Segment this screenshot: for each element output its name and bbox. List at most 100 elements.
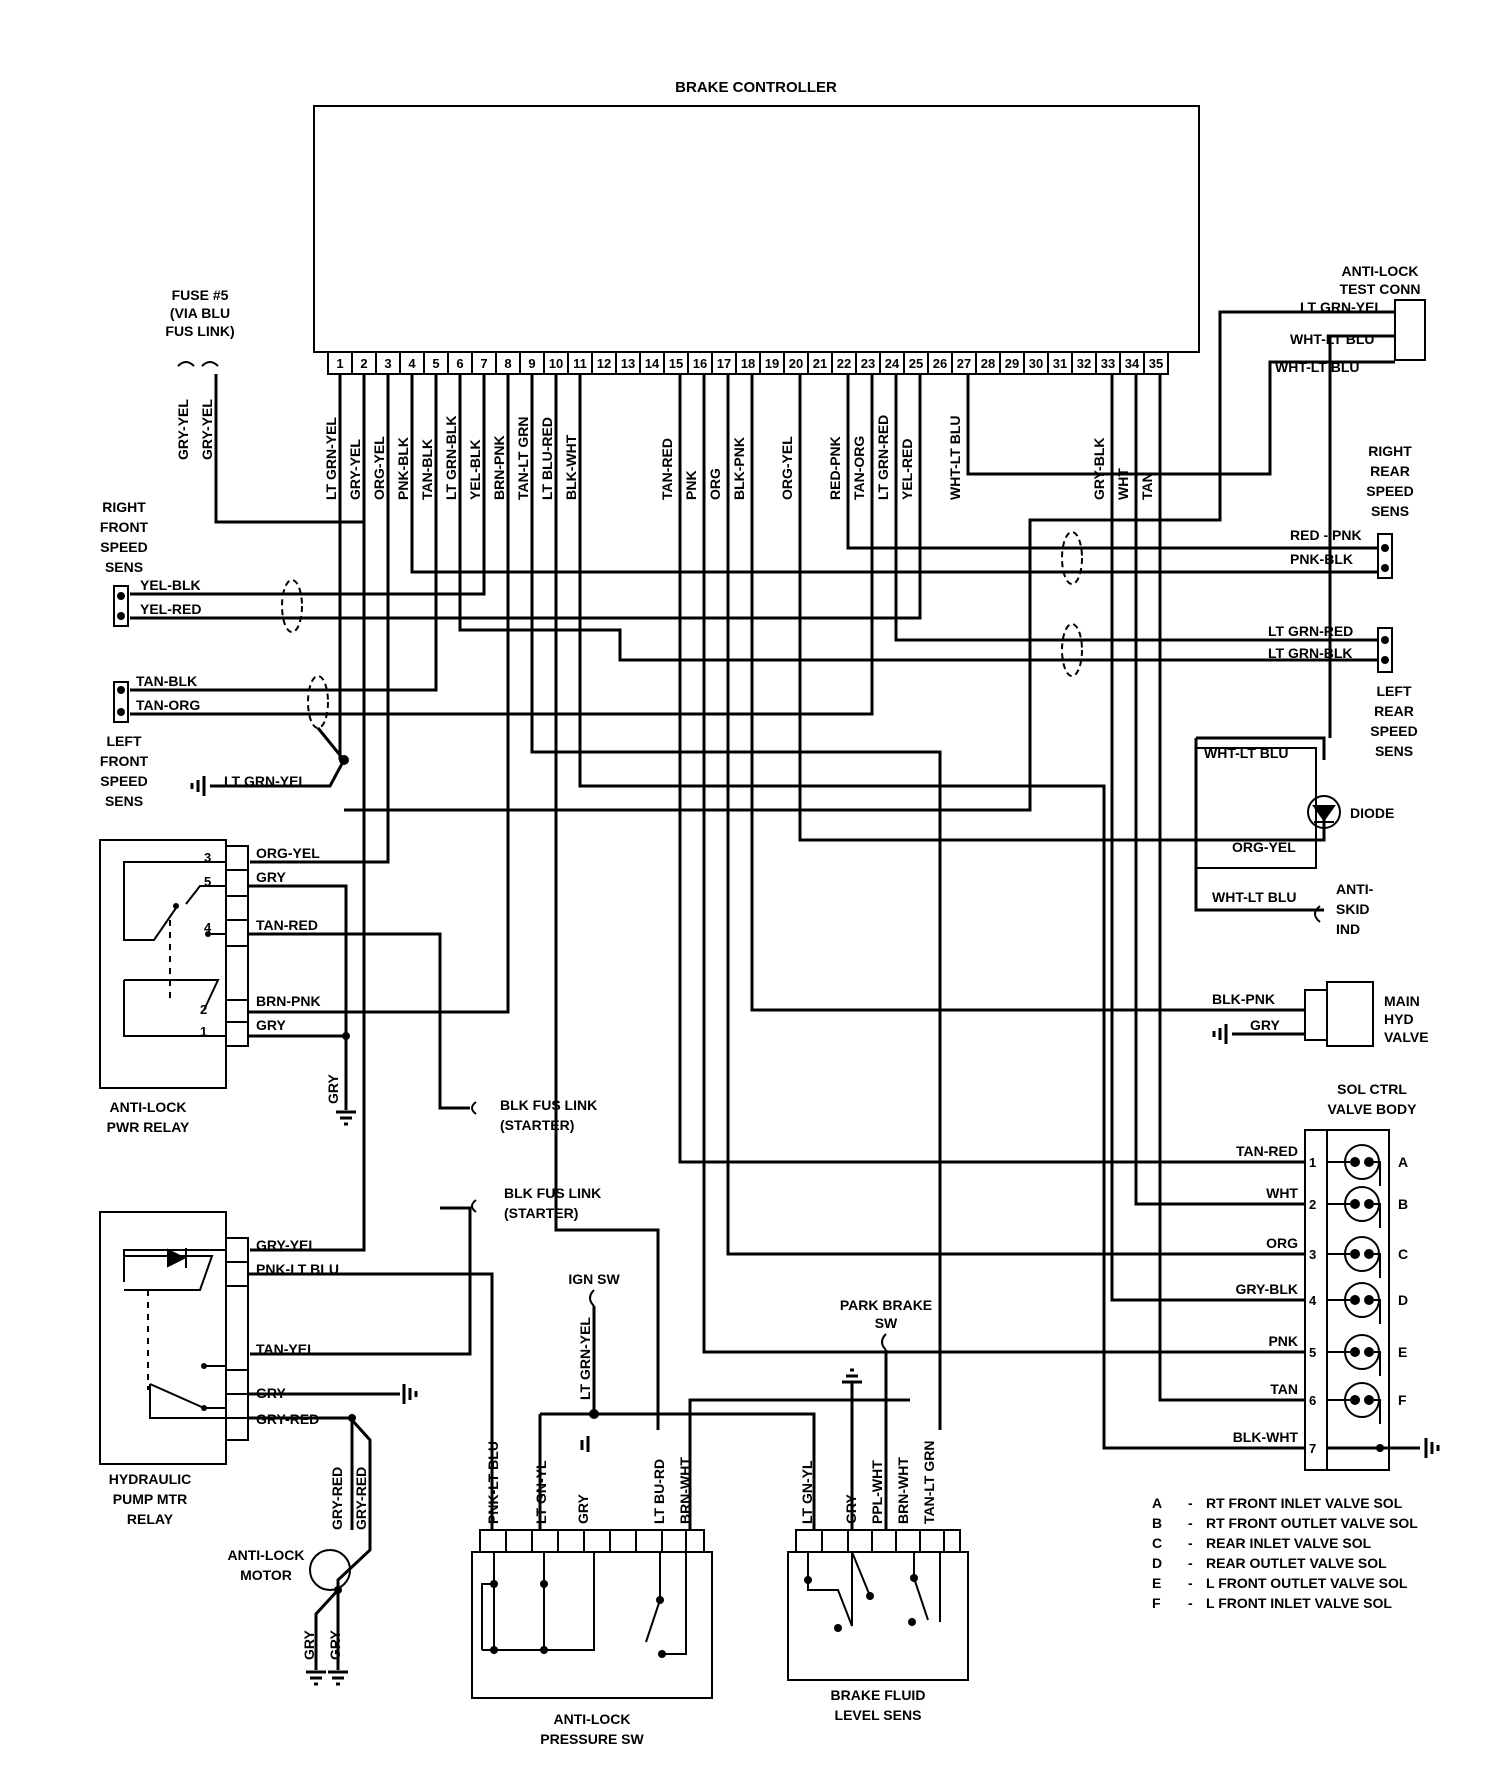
controller-pin-number: 32 <box>1077 356 1091 371</box>
svg-text:VALVE BODY: VALVE BODY <box>1328 1101 1418 1117</box>
svg-text:3: 3 <box>204 850 211 865</box>
svg-text:YEL-RED: YEL-RED <box>140 601 201 617</box>
controller-pin-number: 33 <box>1101 356 1115 371</box>
svg-text:RIGHT: RIGHT <box>102 499 146 515</box>
solenoid-terminal <box>1364 1347 1374 1357</box>
svg-text:RELAY: RELAY <box>127 1511 174 1527</box>
legend-dash: - <box>1188 1515 1193 1531</box>
svg-text:GRY: GRY <box>301 1630 317 1660</box>
controller-pin-number: 4 <box>408 356 416 371</box>
legend-key: C <box>1152 1535 1162 1551</box>
svg-text:FRONT: FRONT <box>100 519 149 535</box>
svg-text:4: 4 <box>204 920 212 935</box>
controller-wire-label: PNK <box>683 470 699 500</box>
controller-wire-label: BLK-PNK <box>731 437 747 500</box>
sol-pin-number: 1 <box>1309 1155 1316 1170</box>
svg-text:PNK-BLK: PNK-BLK <box>1290 551 1353 567</box>
svg-text:SOL CTRL: SOL CTRL <box>1337 1081 1407 1097</box>
svg-text:YEL-BLK: YEL-BLK <box>140 577 201 593</box>
solenoid-terminal <box>1350 1249 1360 1259</box>
svg-text:LEFT: LEFT <box>1377 683 1412 699</box>
controller-pin-number: 28 <box>981 356 995 371</box>
svg-text:MAIN: MAIN <box>1384 993 1420 1009</box>
svg-text:DIODE: DIODE <box>1350 805 1394 821</box>
controller-pin-number: 3 <box>384 356 391 371</box>
controller-wire-label: TAN-ORG <box>851 436 867 500</box>
legend-key: E <box>1152 1575 1161 1591</box>
legend-dash: - <box>1188 1595 1193 1611</box>
svg-text:BRAKE FLUID: BRAKE FLUID <box>831 1687 926 1703</box>
controller-pin-number: 7 <box>480 356 487 371</box>
sol-ctrl-valve-body: SOL CTRL VALVE BODY 1TAN-REDA2WHTB3ORGC4… <box>1233 1081 1440 1471</box>
svg-text:IND: IND <box>1336 921 1360 937</box>
controller-wire-label: TAN-LT GRN <box>515 417 531 500</box>
main-hyd-valve: BLK-PNK GRY MAIN HYD VALVE <box>1212 981 1429 1047</box>
controller-wire-label: LT GRN-YEL <box>323 417 339 500</box>
controller-pin-number: 17 <box>717 356 731 371</box>
blk-fus-link-2: BLK FUS LINK (STARTER) <box>250 1185 601 1356</box>
controller-pin-number: 8 <box>504 356 511 371</box>
controller-wire-label: YEL-BLK <box>467 439 483 500</box>
brake-fluid-level-sensor: LT GN-YL GRY PPL-WHT BRN-WHT TAN-LT GRN … <box>787 1441 969 1723</box>
svg-text:REAR: REAR <box>1374 703 1414 719</box>
svg-text:GRY: GRY <box>843 1494 859 1524</box>
svg-text:GRY: GRY <box>256 1017 286 1033</box>
right-front-speed-sensor: RIGHT FRONT SPEED SENS YEL-BLK YEL-RED <box>100 499 201 627</box>
controller-pin-number: 22 <box>837 356 851 371</box>
controller-wire-label: WHT <box>1115 468 1131 500</box>
controller-pin-number: 34 <box>1125 356 1140 371</box>
svg-text:LT GN-YL: LT GN-YL <box>799 1460 815 1524</box>
brake-controller-box <box>313 105 1200 353</box>
controller-pin-number: 13 <box>621 356 635 371</box>
solenoid-terminal <box>1364 1395 1374 1405</box>
solenoid-letter: D <box>1398 1292 1408 1308</box>
solenoid-letter: B <box>1398 1196 1408 1212</box>
controller-wire-label: TAN-BLK <box>419 439 435 500</box>
anti-lock-test-connector: ANTI-LOCK TEST CONN LT GRN-YEL WHT-LT BL… <box>1275 263 1426 375</box>
solenoid-lead <box>1327 1299 1381 1324</box>
svg-text:TAN-YEL: TAN-YEL <box>256 1341 316 1357</box>
svg-text:LT GRN-YEL: LT GRN-YEL <box>577 1317 593 1400</box>
svg-text:TAN-LT GRN: TAN-LT GRN <box>921 1441 937 1524</box>
left-rear-speed-sensor: LT GRN-RED LT GRN-BLK LEFT REAR SPEED SE… <box>1268 623 1418 759</box>
solenoid-terminal <box>1364 1199 1374 1209</box>
svg-text:SENS: SENS <box>105 793 143 809</box>
controller-pin-number: 30 <box>1029 356 1043 371</box>
svg-text:WHT-LT BLU: WHT-LT BLU <box>1275 359 1360 375</box>
svg-text:SENS: SENS <box>1371 503 1409 519</box>
anti-lock-power-relay: 3 5 4 2 1 ORG-YEL GRY TAN-RED BRN-PNK GR… <box>99 839 508 1135</box>
svg-text:PNK-LT BLU: PNK-LT BLU <box>485 1441 501 1524</box>
svg-text:ORG-YEL: ORG-YEL <box>256 845 320 861</box>
svg-text:GRY: GRY <box>1250 1017 1280 1033</box>
controller-wire-label: GRY-YEL <box>347 439 363 500</box>
svg-text:LT GRN-YEL: LT GRN-YEL <box>1300 299 1383 315</box>
svg-text:RED - PNK: RED - PNK <box>1290 527 1362 543</box>
controller-pin-number: 31 <box>1053 356 1067 371</box>
svg-text:5: 5 <box>204 874 211 889</box>
controller-pin-number: 35 <box>1149 356 1163 371</box>
svg-text:SPEED: SPEED <box>1366 483 1413 499</box>
svg-text:FUS LINK): FUS LINK) <box>165 323 234 339</box>
solenoid-lead <box>1327 1161 1381 1186</box>
controller-pin-number: 24 <box>885 356 900 371</box>
svg-text:ANTI-LOCK: ANTI-LOCK <box>1342 263 1419 279</box>
sol-wire-label: PNK <box>1268 1333 1298 1349</box>
anti-lock-motor: ANTI-LOCK MOTOR GRY-RED GRY-RED GRY GRY <box>228 1418 372 1686</box>
legend-dash: - <box>1188 1575 1193 1591</box>
svg-text:BLK FUS LINK: BLK FUS LINK <box>500 1097 597 1113</box>
svg-text:PARK BRAKE: PARK BRAKE <box>840 1297 932 1313</box>
svg-text:SENS: SENS <box>105 559 143 575</box>
svg-text:LT BU-RD: LT BU-RD <box>651 1459 667 1524</box>
svg-text:GRY-RED: GRY-RED <box>329 1467 345 1530</box>
legend-dash: - <box>1188 1555 1193 1571</box>
controller-pin-cell <box>1143 351 1169 375</box>
solenoid-lead <box>1327 1399 1381 1424</box>
controller-pin-number: 16 <box>693 356 707 371</box>
legend-key: D <box>1152 1555 1162 1571</box>
svg-text:LEVEL SENS: LEVEL SENS <box>835 1707 922 1723</box>
wire-harness <box>130 310 1395 1450</box>
svg-text:ANTI-LOCK: ANTI-LOCK <box>110 1099 187 1115</box>
svg-text:ANTI-LOCK: ANTI-LOCK <box>228 1547 305 1563</box>
controller-wire-label: LT GRN-BLK <box>443 416 459 501</box>
svg-text:(VIA BLU: (VIA BLU <box>170 305 230 321</box>
